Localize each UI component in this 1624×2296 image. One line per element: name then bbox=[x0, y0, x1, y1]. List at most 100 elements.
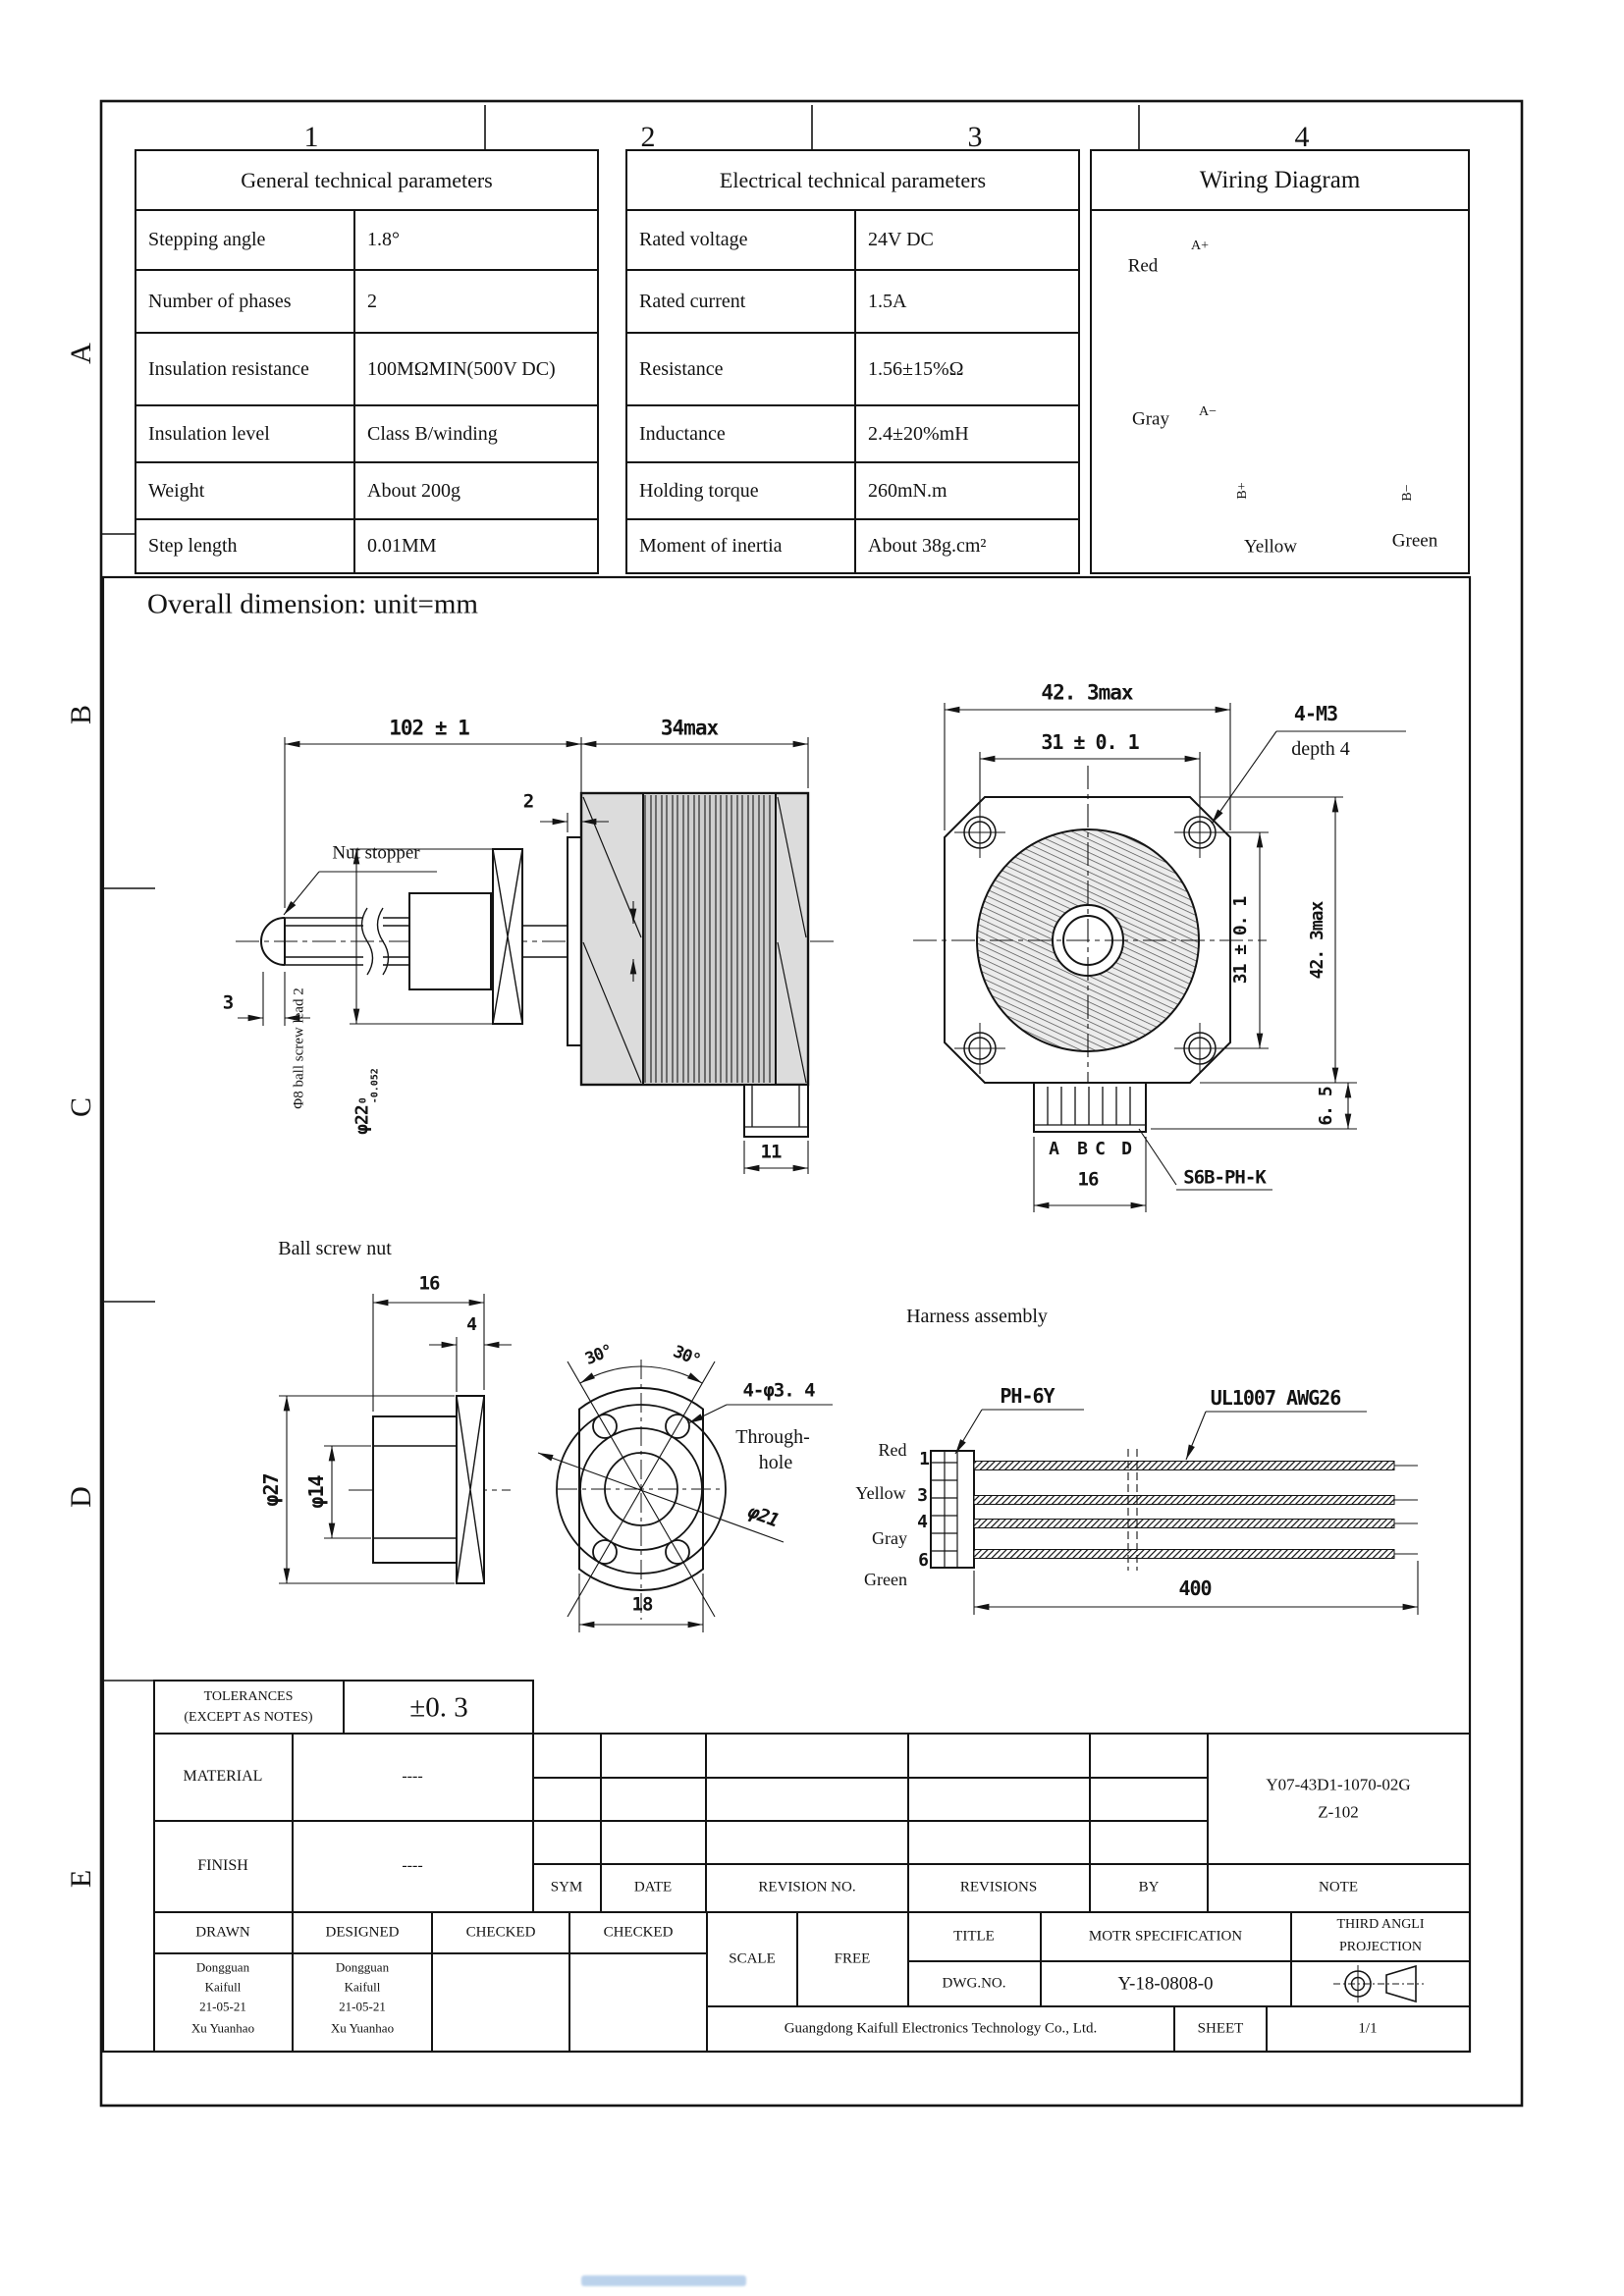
param-label: Rated voltage bbox=[627, 211, 856, 269]
winding-lines bbox=[644, 795, 771, 1083]
table-row: Rated current 1.5A bbox=[627, 271, 1078, 334]
designed-label: DESIGNED bbox=[325, 1924, 400, 1941]
param-value: 1.56±15%Ω bbox=[868, 357, 964, 380]
pin-a: A bbox=[1049, 1139, 1059, 1159]
param-label: Holding torque bbox=[627, 463, 856, 518]
phi22-tolerance-stack: 0-0.052 bbox=[357, 1068, 381, 1104]
harness-assembly-title: Harness assembly bbox=[906, 1306, 1048, 1327]
dim-42-3max-top: 42. 3max bbox=[1041, 680, 1133, 705]
ball-screw-nut-title: Ball screw nut bbox=[278, 1238, 392, 1259]
label-4-m3: 4-M3 bbox=[1293, 702, 1338, 725]
zone-row-e: E bbox=[65, 1869, 97, 1889]
through-hole-label-2: hole bbox=[758, 1452, 793, 1473]
rev-header-revisions: REVISIONS bbox=[959, 1879, 1038, 1896]
general-table-title: General technical parameters bbox=[136, 151, 597, 211]
connector-model: S6B-PH-K bbox=[1183, 1166, 1267, 1189]
param-value: 260mN.m bbox=[868, 479, 947, 502]
param-label: Weight bbox=[136, 463, 355, 518]
part-number-line-1: Y07-43D1-1070-02G bbox=[1266, 1775, 1411, 1794]
param-label: Rated current bbox=[627, 271, 856, 332]
table-row: Moment of inertia About 38g.cm² bbox=[627, 520, 1078, 572]
dim-2: 2 bbox=[522, 790, 534, 813]
param-value: 2 bbox=[367, 290, 377, 312]
nut-dimensions bbox=[279, 1294, 512, 1584]
table-row: Number of phases 2 bbox=[136, 271, 597, 334]
tolerances-label-2: (EXCEPT AS NOTES) bbox=[184, 1710, 313, 1725]
dim-42-3max-right: 42. 3max bbox=[1307, 901, 1327, 980]
part-number-line-2: Z-102 bbox=[1318, 1802, 1359, 1822]
param-value: Class B/winding bbox=[367, 422, 498, 445]
checked-label-2: CHECKED bbox=[603, 1924, 674, 1941]
phase-a-plus: A+ bbox=[1190, 239, 1210, 253]
param-label: Moment of inertia bbox=[627, 520, 856, 572]
nut-flange-face-view bbox=[537, 1360, 833, 1632]
zone-col-2: 2 bbox=[640, 121, 656, 153]
material-label: MATERIAL bbox=[183, 1768, 263, 1785]
title-block-grid bbox=[153, 1680, 1471, 2053]
wire-label-red: Red bbox=[1127, 255, 1159, 277]
dim-400: 400 bbox=[1178, 1576, 1212, 1600]
scan-artifact bbox=[581, 2275, 746, 2286]
tolerances-label-1: TOLERANCES bbox=[203, 1689, 294, 1704]
harness-dimensions bbox=[954, 1409, 1419, 1615]
finish-label: FINISH bbox=[197, 1857, 248, 1874]
param-value: About 200g bbox=[367, 479, 460, 502]
rev-header-date: DATE bbox=[633, 1879, 673, 1896]
designed-line-4: Xu Yuanhao bbox=[330, 2020, 395, 2036]
drawn-line-3: 21-05-21 bbox=[199, 1999, 246, 2014]
param-value: About 38g.cm² bbox=[868, 535, 987, 558]
checked-label-1: CHECKED bbox=[465, 1924, 536, 1941]
harness-pin-6: 6 bbox=[918, 1550, 929, 1571]
dim-phi14: φ14 bbox=[304, 1475, 328, 1509]
title-label: TITLE bbox=[953, 1928, 995, 1945]
dim-phi27: φ27 bbox=[259, 1473, 283, 1507]
ball-screw-label: Φ8 ball screw lead 2 bbox=[291, 988, 307, 1109]
dim-102: 102 ± 1 bbox=[389, 716, 470, 740]
param-value: 1.5A bbox=[868, 290, 907, 312]
pin-b: B bbox=[1077, 1139, 1088, 1159]
harness-pin-3: 3 bbox=[917, 1485, 928, 1506]
front-view bbox=[913, 703, 1406, 1212]
harness-wire-green: Green bbox=[864, 1570, 907, 1589]
third-angle-projection-icon bbox=[1333, 1964, 1424, 2003]
zone-row-b: B bbox=[65, 704, 97, 725]
param-value: 24V DC bbox=[868, 229, 934, 251]
phase-b-minus: B− bbox=[1400, 484, 1415, 502]
harness-assembly-art bbox=[930, 1409, 1419, 1615]
zone-ticks bbox=[101, 105, 1140, 1682]
sheet-value: 1/1 bbox=[1358, 2020, 1378, 2037]
company-name: Guangdong Kaifull Electronics Technology… bbox=[784, 2020, 1098, 2037]
dim-31-top: 31 ± 0. 1 bbox=[1041, 730, 1139, 754]
dim-34max: 34max bbox=[660, 716, 719, 740]
wire-label-gray: Gray bbox=[1132, 408, 1169, 430]
param-label: Insulation resistance bbox=[136, 334, 355, 404]
dim-4-phi3-4: 4-φ3. 4 bbox=[742, 1379, 815, 1402]
title-value: MOTR SPECIFICATION bbox=[1088, 1928, 1243, 1945]
designed-line-2: Kaifull bbox=[344, 1979, 381, 1995]
wiring-diagram-box: Wiring Diagram bbox=[1090, 149, 1470, 574]
projection-label-2: PROJECTION bbox=[1338, 1940, 1423, 1954]
front-connector bbox=[1033, 1082, 1147, 1133]
table-row: Holding torque 260mN.m bbox=[627, 463, 1078, 520]
side-view bbox=[236, 737, 835, 1174]
param-label: Step length bbox=[136, 520, 355, 572]
harness-wire-gray: Gray bbox=[872, 1528, 907, 1548]
zone-row-c: C bbox=[65, 1096, 97, 1118]
cap-hatch bbox=[582, 796, 807, 1084]
finish-value: ---- bbox=[402, 1857, 423, 1874]
rev-header-note: NOTE bbox=[1319, 1879, 1358, 1896]
dim-6-5: 6. 5 bbox=[1316, 1087, 1336, 1126]
dim-16-nut: 16 bbox=[418, 1272, 441, 1295]
param-value: 2.4±20%mH bbox=[868, 422, 969, 445]
dwg-no-value: Y-18-0808-0 bbox=[1117, 1973, 1214, 1995]
through-hole-label-1: Through- bbox=[735, 1426, 810, 1448]
screw-holes bbox=[954, 807, 1225, 1074]
drawn-line-1: Dongguan bbox=[195, 1959, 250, 1975]
table-row: Rated voltage 24V DC bbox=[627, 211, 1078, 271]
param-label: Number of phases bbox=[136, 271, 355, 332]
